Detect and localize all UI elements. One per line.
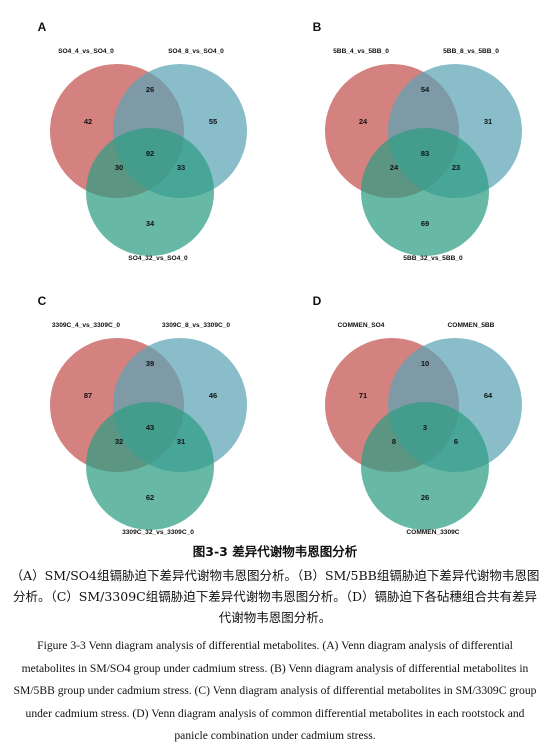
region-count-r12: 10 (421, 359, 429, 368)
set-label: 5BB_8_vs_5BB_0 (443, 48, 499, 55)
set-label: COMMEN_3309C (406, 529, 459, 536)
region-count-r12: 26 (146, 85, 154, 94)
figure-title: 图3-3 差异代谢物韦恩图分析 (192, 544, 358, 559)
set-label: COMMEN_5BB (448, 322, 495, 329)
region-count-r23: 6 (454, 437, 458, 446)
venn-diagram: A SO4_4_vs_SO4_0 SO4_8_vs_SO4_0SO4_32_vs_S… (38, 20, 247, 262)
region-count-only3: 62 (146, 493, 154, 502)
panel-letter: C (38, 294, 47, 308)
region-count-r12: 54 (421, 85, 430, 94)
region-count-r123: 92 (146, 149, 154, 158)
set-label: 3309C_32_vs_3309C_0 (122, 529, 194, 536)
venn-diagram: C 3309C_4_vs_3309C_0 3309C_8_vs_3309C_0 330… (38, 294, 247, 536)
venn-circle-3 (86, 128, 214, 256)
region-count-only3: 34 (146, 219, 155, 228)
venn-circle-3 (361, 402, 489, 530)
venn-panel-d: D COMMEN_SO4 COMMEN_5BB COMMEN_3309C 71 64 26 1… (275, 282, 550, 547)
figure-caption-chinese: （A）SM/SO4组镉胁迫下差异代谢物韦恩图分析。（B）SM/5BB组镉胁迫下差… (10, 568, 540, 625)
panel-letter: B (313, 20, 322, 34)
region-count-only3: 26 (421, 493, 429, 502)
panel-letter: A (38, 20, 47, 34)
region-count-only2: 64 (484, 391, 493, 400)
region-count-r23: 33 (177, 163, 185, 172)
region-count-r13: 30 (115, 163, 123, 172)
venn-diagram: D COMMEN_SO4 COMMEN_5BB COMMEN_3309C 71 64 26 1… (313, 294, 522, 536)
set-label: SO4_32_vs_SO4_0 (128, 255, 188, 262)
set-label: 5BB_4_vs_5BB_0 (333, 48, 389, 55)
region-count-r123: 43 (146, 423, 154, 432)
set-label: COMMEN_SO4 (338, 322, 385, 329)
set-label: 3309C_4_vs_3309C_0 (52, 322, 121, 329)
region-count-only1: 87 (84, 391, 92, 400)
region-count-r123: 83 (421, 149, 429, 158)
region-count-r13: 24 (390, 163, 399, 172)
region-count-only1: 42 (84, 117, 92, 126)
region-count-only3: 69 (421, 219, 429, 228)
region-count-only2: 31 (484, 117, 492, 126)
venn-panel-b: B 5BB_4_vs_5BB_0 5BB_8_vs_5BB_0 5BB_32_vs_5… (275, 8, 550, 273)
set-label: SO4_8_vs_SO4_0 (168, 48, 224, 55)
region-count-only2: 55 (209, 117, 217, 126)
set-label: 5BB_32_vs_5BB_0 (403, 255, 463, 262)
region-count-r123: 3 (423, 423, 427, 432)
region-count-r12: 39 (146, 359, 154, 368)
set-label: 3309C_8_vs_3309C_0 (162, 322, 231, 329)
region-count-only1: 71 (359, 391, 367, 400)
region-count-only2: 46 (209, 391, 217, 400)
region-count-only1: 24 (359, 117, 368, 126)
panel-letter: D (313, 294, 322, 308)
region-count-r13: 8 (392, 437, 396, 446)
venn-panel-c: C 3309C_4_vs_3309C_0 3309C_8_vs_3309C_0 330… (0, 282, 275, 547)
venn-diagram: B 5BB_4_vs_5BB_0 5BB_8_vs_5BB_0 5BB_32_vs_5… (313, 20, 522, 262)
region-count-r13: 32 (115, 437, 123, 446)
region-count-r23: 23 (452, 163, 460, 172)
set-label: SO4_4_vs_SO4_0 (58, 48, 114, 55)
venn-circle-3 (86, 402, 214, 530)
figure-caption-english: Figure 3-3 Venn diagram analysis of diff… (13, 639, 537, 742)
region-count-r23: 31 (177, 437, 185, 446)
venn-circle-3 (361, 128, 489, 256)
